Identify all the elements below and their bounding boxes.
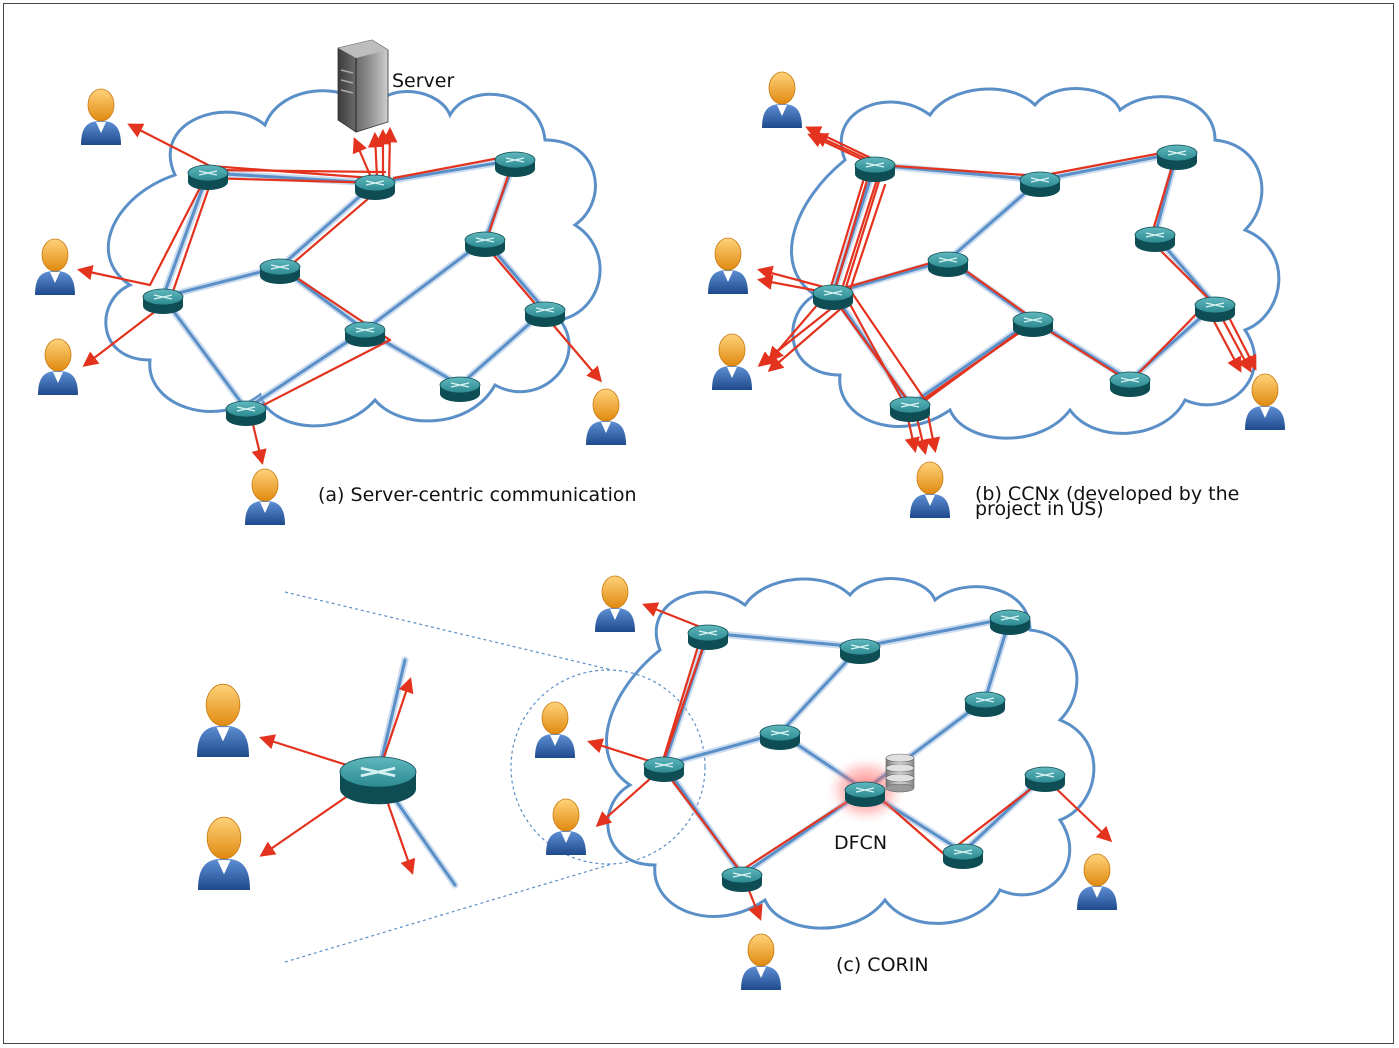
router-b-7 — [1012, 311, 1054, 337]
router-a-7 — [344, 321, 386, 347]
router-c-5 — [759, 724, 801, 750]
zoom-guide-top — [284, 591, 613, 671]
figure-frame — [3, 3, 1394, 1044]
router-b-2 — [1019, 171, 1061, 197]
flow-b-u3a — [767, 173, 867, 363]
router-b-5 — [927, 251, 969, 277]
flow-c-u5 — [863, 776, 1113, 857]
nodes-layer — [35, 39, 1285, 990]
router-a-3 — [494, 151, 536, 177]
flow-c-u4 — [662, 768, 763, 921]
router-b-3 — [1156, 144, 1198, 170]
router-a-6 — [142, 288, 184, 314]
caption-c: (c) CORIN — [836, 954, 929, 976]
router-c-10 — [721, 866, 763, 892]
zoom-circle — [510, 669, 706, 865]
router-b-4 — [1134, 226, 1176, 252]
user-a-4 — [586, 388, 626, 445]
user-c-4 — [1077, 853, 1117, 910]
router-b-9 — [1109, 371, 1151, 397]
flow-a-srv4 — [352, 137, 372, 177]
router-b-6 — [812, 284, 854, 310]
user-c-2 — [535, 701, 575, 758]
user-b-2 — [708, 237, 748, 294]
caption-b: (b) CCNx (developed by the project in US… — [975, 483, 1240, 520]
router-b-8 — [1194, 296, 1236, 322]
user-a-1 — [81, 88, 121, 145]
user-zoom-1 — [197, 683, 249, 757]
dfcn-label: DFCN — [834, 832, 888, 854]
router-a-2 — [354, 174, 396, 200]
router-c-6 — [643, 756, 685, 782]
flow-a-user2 — [76, 176, 382, 287]
flow-a-srv2 — [367, 131, 384, 180]
user-zoom-2 — [198, 816, 250, 890]
router-c-7 — [844, 781, 886, 807]
router-c-8 — [1024, 766, 1066, 792]
database-icon — [885, 753, 915, 793]
router-a-4 — [464, 231, 506, 257]
user-b-4 — [1245, 373, 1285, 430]
server-icon — [337, 39, 389, 133]
user-b-5 — [910, 461, 950, 518]
flow-b-u2a — [757, 168, 872, 292]
user-a-3 — [38, 338, 78, 395]
server-label: Server — [392, 70, 455, 92]
flow-a-srv3 — [382, 126, 398, 187]
router-a-10 — [225, 400, 267, 426]
router-a-1 — [187, 164, 229, 190]
flow-b-bot — [913, 298, 1212, 407]
user-b-3 — [712, 333, 752, 390]
router-c-3 — [989, 609, 1031, 635]
router-c-4 — [964, 691, 1006, 717]
router-a-8 — [524, 301, 566, 327]
link-b-bot-halo — [1029, 301, 1219, 384]
user-c-3 — [546, 798, 586, 855]
user-b-1 — [762, 71, 802, 128]
flow-a-user4 — [248, 178, 392, 465]
zoom-guide-bottom — [284, 863, 613, 963]
user-c-5 — [741, 933, 781, 990]
flow-b-u1c — [812, 133, 1179, 178]
cloud-c — [605, 577, 1096, 930]
router-c-2 — [839, 638, 881, 664]
cloud-b — [790, 87, 1281, 440]
flow-b-u5a — [1148, 148, 1252, 373]
user-c-1 — [595, 575, 635, 632]
router-c-1 — [687, 624, 729, 650]
router-a-5 — [259, 258, 301, 284]
clouds-layer — [104, 87, 1281, 963]
link-b-bot — [1031, 303, 1217, 382]
user-a-2 — [35, 238, 75, 295]
router-c-9 — [942, 843, 984, 869]
router-b-10 — [889, 396, 931, 422]
router-a-9 — [439, 376, 481, 402]
user-a-5 — [245, 468, 285, 525]
router-b-1 — [854, 156, 896, 182]
link-b-mid2 — [908, 258, 1035, 407]
router-zoom — [339, 756, 417, 805]
flow-a-user3 — [82, 168, 387, 367]
caption-a: (a) Server-centric communication — [318, 484, 637, 506]
